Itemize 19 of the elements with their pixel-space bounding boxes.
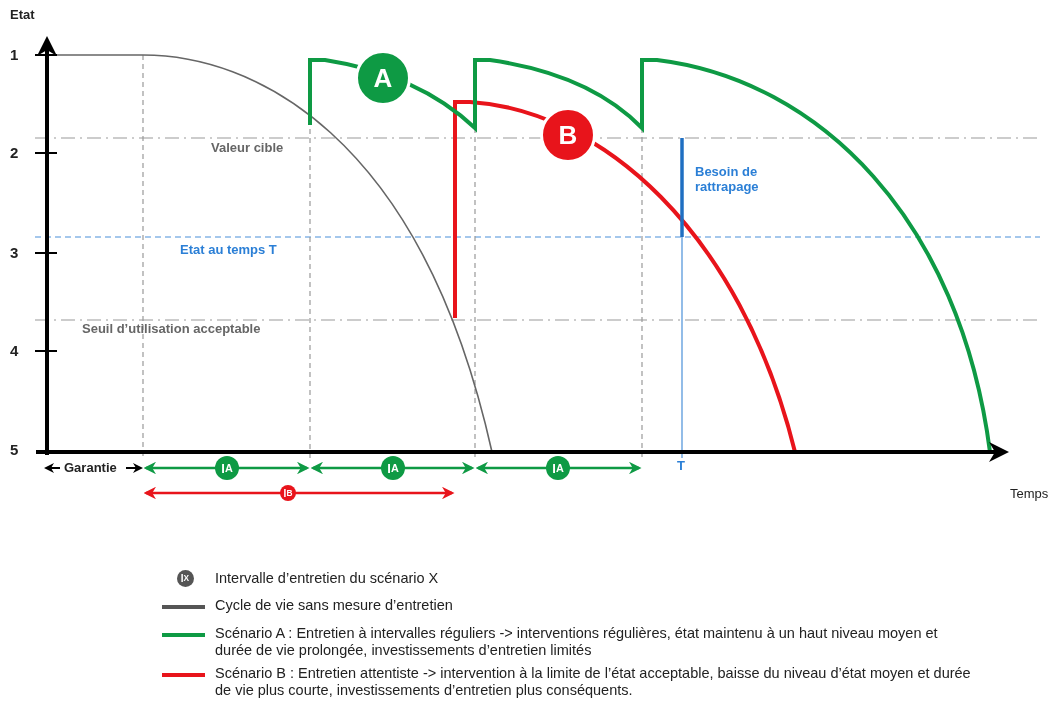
legend-text: Scénario B : Entretien attentiste -> intervention à la limite de l’état acceptable, baisse du niveau d’état moyen et durée de vie plus courte, investissements d’entretien plus conséquents. (215, 665, 972, 700)
scenario-marker: A (355, 50, 411, 106)
time-label: T (677, 459, 685, 474)
tick-label: 1 (10, 46, 19, 64)
tick-label: 2 (10, 144, 19, 162)
scenario-marker: B (540, 107, 596, 163)
reference-label: Etat au temps T (180, 243, 277, 258)
reference-label: Seuil d’utilisation acceptable (82, 322, 261, 337)
annotation-text: Besoin de rattrapage (695, 165, 760, 195)
legend-text: Scénario A : Entretien à intervalles réguliers -> interventions régulières, état maintenu à un haut niveau moyen et durée de vie prolongée, investissements d’entretien limités (215, 625, 939, 660)
reference-label: Valeur cible (211, 141, 284, 156)
tick-label: 5 (10, 441, 19, 459)
interval-label: Garantie (64, 461, 117, 476)
axis-title: Etat (10, 8, 35, 23)
axis-title: Temps (1010, 487, 1049, 502)
tick-label: 4 (10, 342, 19, 360)
legend-text: Cycle de vie sans mesure d’entretien (215, 597, 454, 615)
legend-text: Intervalle d’entretien du scénario X (215, 570, 440, 588)
tick-label: 3 (10, 244, 19, 262)
